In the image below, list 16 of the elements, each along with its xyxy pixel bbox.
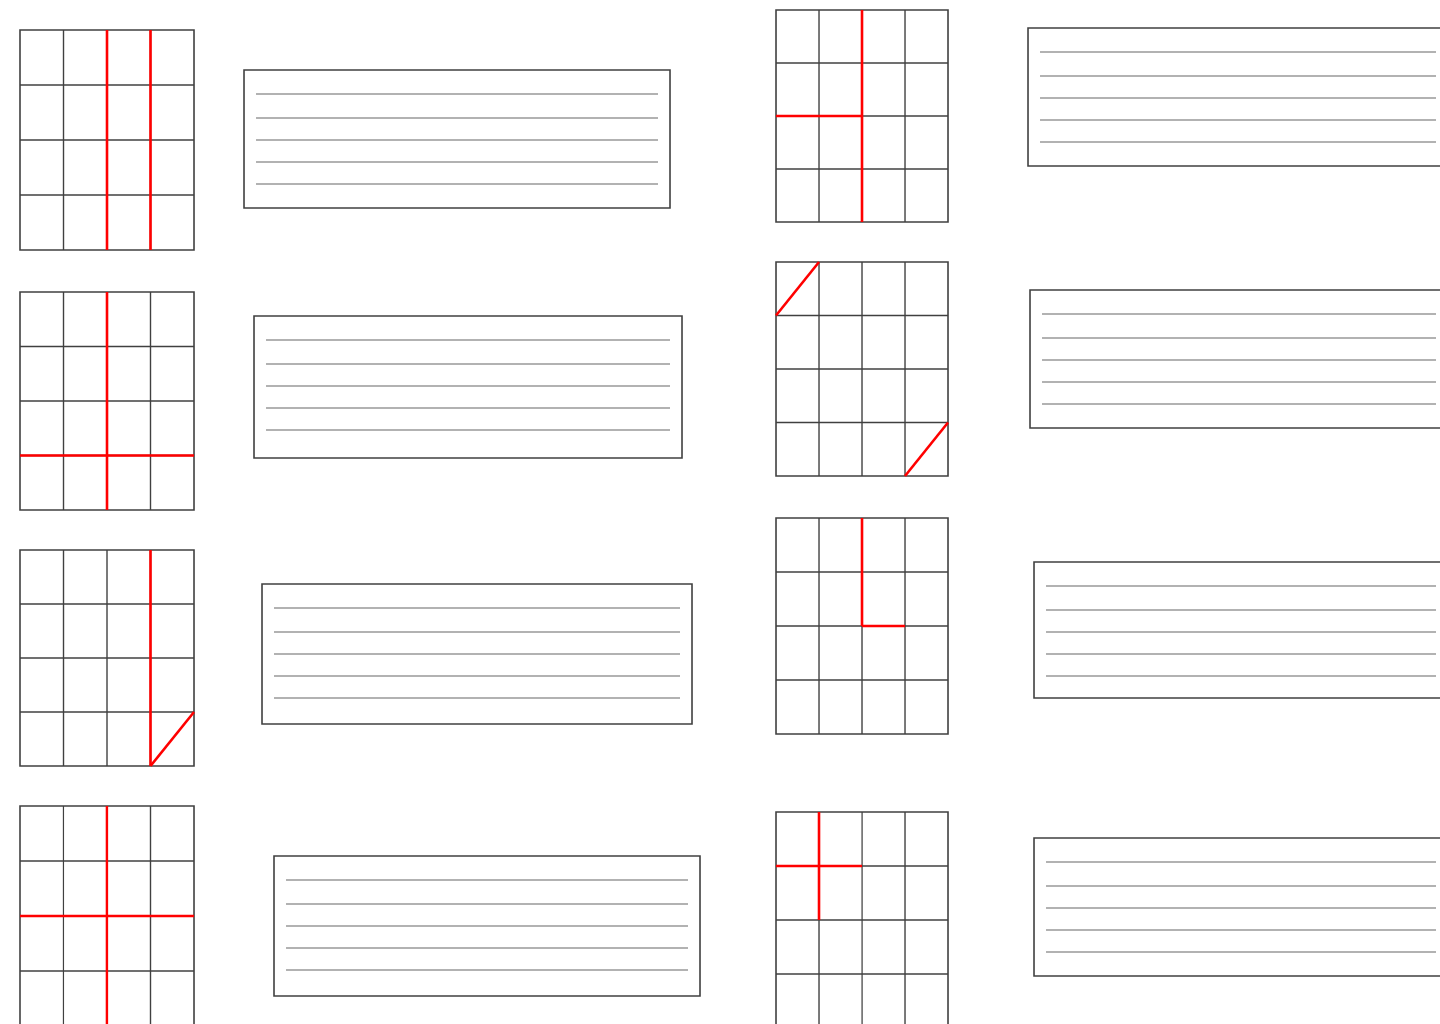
writing-lines-box	[1027, 27, 1440, 167]
practice-grid-drawing	[775, 261, 950, 477]
writing-lines-box	[261, 583, 693, 725]
writing-lines-box	[1033, 561, 1440, 699]
practice-grid-drawing	[19, 805, 195, 1024]
practice-grid-drawing	[19, 291, 195, 511]
practice-grid-drawing	[775, 811, 949, 1024]
practice-grid-drawing	[19, 29, 195, 251]
writing-lines-box	[243, 69, 671, 209]
writing-lines-box	[1029, 289, 1440, 429]
practice-grid-drawing	[19, 549, 196, 767]
practice-grid-drawing	[775, 517, 949, 735]
practice-grid-drawing	[775, 9, 949, 223]
writing-lines-box	[1033, 837, 1440, 977]
writing-lines-box	[253, 315, 683, 459]
writing-lines-box	[273, 855, 701, 997]
